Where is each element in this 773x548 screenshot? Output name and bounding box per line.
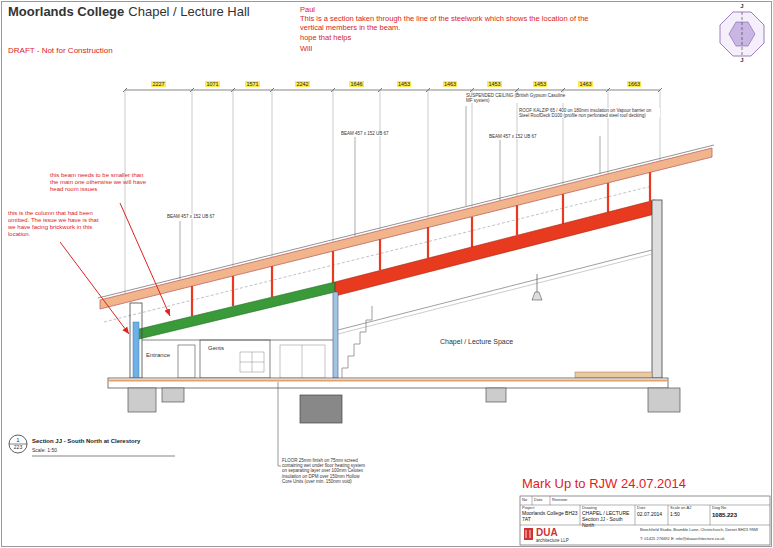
dimension: 1453: [397, 81, 411, 87]
markup-note: this beam needs to be smaller than the m…: [50, 172, 150, 193]
company-address: Beechfield Studio, Bramble Lane, Christc…: [640, 528, 766, 533]
sheet-number: 223: [14, 445, 22, 451]
spec-note: SUSPENDED CEILING (British Gypsum Casoli…: [465, 93, 572, 103]
sheet-title: Moorlands College: [8, 5, 124, 20]
room-label: Entrance: [146, 352, 170, 359]
table-cell: CHAPEL / LECTURE Section JJ - South Nort…: [582, 511, 634, 528]
dimension: 2242: [295, 81, 309, 87]
dimension: 1663: [627, 81, 641, 87]
spec-note: ROOF KALZIP 65 / 400 on 180mm insulation…: [518, 108, 660, 118]
beam-label: BEAM 457 x 152 UB 67: [488, 134, 538, 139]
dimension: 1071: [205, 81, 219, 87]
markup-stamp: Mark Up to RJW 24.07.2014: [522, 477, 686, 492]
section-mark: J: [740, 3, 743, 10]
dimension: 1463: [443, 81, 457, 87]
dimension: 1646: [349, 81, 363, 87]
draft-note: DRAFT - Not for Construction: [8, 46, 113, 55]
beam-label: BEAM 457 x 152 UB 67: [340, 131, 390, 136]
table-heading: Dwg No: [712, 506, 726, 511]
markup-note: This is a section taken through the line…: [300, 15, 610, 32]
scale-note: Scale: 1:50: [32, 448, 57, 454]
spec-note: FLOOR 25mm finish on 75mm screed contain…: [282, 458, 367, 484]
dimension: 2227: [151, 81, 165, 87]
table-heading: No: [522, 498, 527, 503]
table-heading: Date: [637, 506, 645, 511]
markup-note: hope that helps: [300, 34, 351, 43]
table-cell: 02.07.2014: [637, 512, 662, 518]
dimension: 1453: [533, 81, 547, 87]
sheet-subtitle: Chapel / Lecture Hall: [128, 5, 249, 20]
dimension: 1571: [245, 81, 259, 87]
room-label: Chapel / Lecture Space: [440, 338, 513, 346]
beam-label: BEAM 457 x 152 UB 67: [166, 214, 216, 219]
markup-note: this is the column that had been omitted…: [8, 210, 100, 238]
table-heading: Date: [534, 498, 542, 503]
table-heading: Drawing: [582, 506, 597, 511]
section-title: Section JJ - South North at Clerestory: [32, 438, 140, 445]
table-cell: 1:50: [670, 512, 680, 518]
markup-note: Paul: [300, 6, 315, 15]
markup-note: Will: [300, 45, 312, 54]
section-number: 1: [16, 437, 19, 444]
room-label: Gents: [208, 345, 224, 352]
dimension: 1453: [487, 81, 501, 87]
dimension: 1463: [578, 81, 592, 87]
table-heading: Scale on A2: [670, 506, 691, 511]
table-heading: Revision: [552, 498, 567, 503]
company-name: architecture LLP: [536, 538, 569, 543]
drawing-number: 1085.223: [712, 512, 737, 519]
company-logo: DUA: [536, 527, 558, 539]
table-heading: Project: [522, 506, 534, 511]
table-cell: Moorlands College BH23 7AT: [522, 511, 578, 523]
company-address: T: 01425 276692 E: info@duaarchitecture.…: [640, 537, 766, 542]
section-mark: J: [740, 57, 743, 64]
